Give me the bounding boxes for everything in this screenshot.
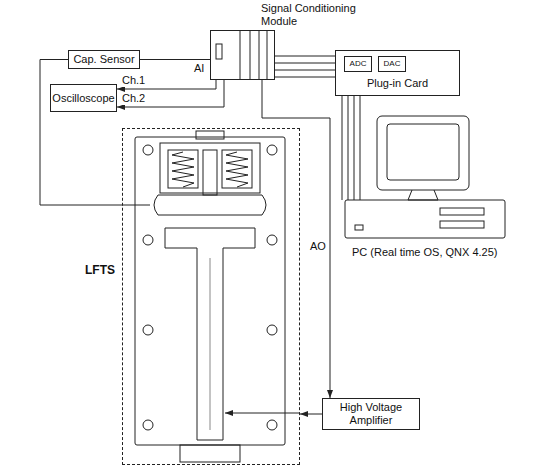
- signal-label: Ch.2: [121, 92, 146, 105]
- wire-line: [275, 70, 335, 71]
- coil-spring: [172, 152, 194, 187]
- oscilloscope-box: Oscilloscope: [50, 84, 117, 112]
- node-text: DAC: [384, 59, 401, 69]
- signal-label: AO: [309, 240, 327, 253]
- signal-wire: [275, 56, 335, 77]
- module-box: Signal Conditioning Module: [210, 30, 275, 80]
- amplifier-box: High Voltage Amplifier: [322, 398, 420, 430]
- sensor-lead: [122, 205, 150, 206]
- node-text: Plug-in Card: [367, 77, 428, 90]
- module-slots: [216, 30, 267, 80]
- pc-computer: [345, 116, 505, 238]
- card-cables: [342, 96, 360, 200]
- card-box: Plug-in CardADC DAC: [335, 50, 460, 96]
- node-text: Cap. Sensor: [73, 53, 134, 66]
- signal-label: AI: [193, 62, 205, 75]
- signal-label: Ch.1: [121, 74, 146, 87]
- signal-wire: [300, 414, 322, 415]
- wire-line: [300, 414, 322, 415]
- wire-line: [275, 77, 335, 78]
- converter-box: ADC: [344, 56, 372, 72]
- wire-line: [140, 59, 210, 60]
- lfts-region: LFTS: [122, 128, 300, 465]
- node-text: ADC: [350, 59, 367, 69]
- caption-label: PC (Real time OS, QNX 4.25): [352, 246, 498, 259]
- node-text: Oscilloscope: [52, 92, 114, 105]
- node-text: High Voltage Amplifier: [326, 401, 416, 427]
- coil-spring: [226, 152, 248, 187]
- node-text: Signal Conditioning Module: [261, 2, 361, 28]
- signal-wire: [140, 59, 210, 60]
- converter-box: DAC: [378, 56, 406, 72]
- lfts-mechanism: [122, 131, 300, 462]
- sensor-box: Cap. Sensor: [68, 50, 140, 69]
- node-text: LFTS: [85, 264, 119, 277]
- wire-line: [275, 56, 335, 57]
- signal-wire: [40, 60, 122, 206]
- drive-lead: [225, 413, 300, 414]
- wire-line: [40, 60, 122, 206]
- wire-line: [275, 63, 335, 64]
